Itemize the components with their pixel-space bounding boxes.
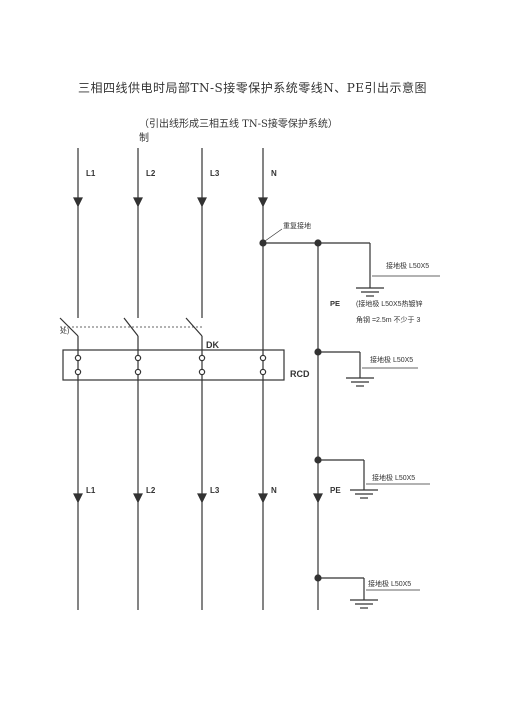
bottom-label-n: N (271, 486, 277, 495)
electrode-note-line2: 角钢 =2.5m 不少于 3 (356, 315, 420, 324)
top-label-n: N (271, 169, 277, 178)
ground-electrode-4 (318, 577, 420, 609)
conductor-l3 (185, 148, 207, 610)
electrode-label-4: 接地极 L50X5 (368, 579, 411, 588)
bottom-label-l2: L2 (146, 486, 156, 495)
bottom-label-pe: PE (330, 486, 341, 495)
rcd-terminals (74, 354, 267, 376)
dk-label: DK (206, 340, 219, 350)
repeat-ground-pointer (264, 228, 283, 242)
electrode-note-line1: (接地极 L50X5热镀锌 (356, 299, 423, 308)
electrode-label-1: 接地极 L50X5 (386, 261, 429, 270)
electrode-label-2: 接地极 L50X5 (370, 355, 413, 364)
rcd-box (62, 349, 285, 381)
ground-electrode-2 (318, 351, 418, 387)
rcd-label: RCD (290, 369, 310, 379)
pe-label: PE (330, 299, 340, 308)
conductor-pe (313, 239, 323, 610)
bottom-label-l1: L1 (86, 486, 96, 495)
top-label-l1: L1 (86, 169, 96, 178)
diagram-subtitle: （引出线形成三相五线 TN-S接零保护系统） (139, 119, 338, 130)
repeat-ground-label: 重复接地 (283, 221, 311, 230)
top-label-l3: L3 (210, 169, 220, 178)
partial-label: 处) (60, 326, 69, 335)
diagram-subtitle-continuation: 制 (139, 133, 149, 144)
top-label-l2: L2 (146, 169, 156, 178)
bottom-label-l3: L3 (210, 486, 220, 495)
conductor-l2 (123, 148, 143, 610)
conductor-n (258, 148, 268, 610)
diagram-title: 三相四线供电时局部TN-S接零保护系统零线N、PE引出示意图 (77, 81, 428, 95)
conductor-l1 (59, 148, 83, 610)
ground-electrode-3 (318, 459, 430, 499)
electrode-label-3: 接地极 L50X5 (372, 473, 415, 482)
